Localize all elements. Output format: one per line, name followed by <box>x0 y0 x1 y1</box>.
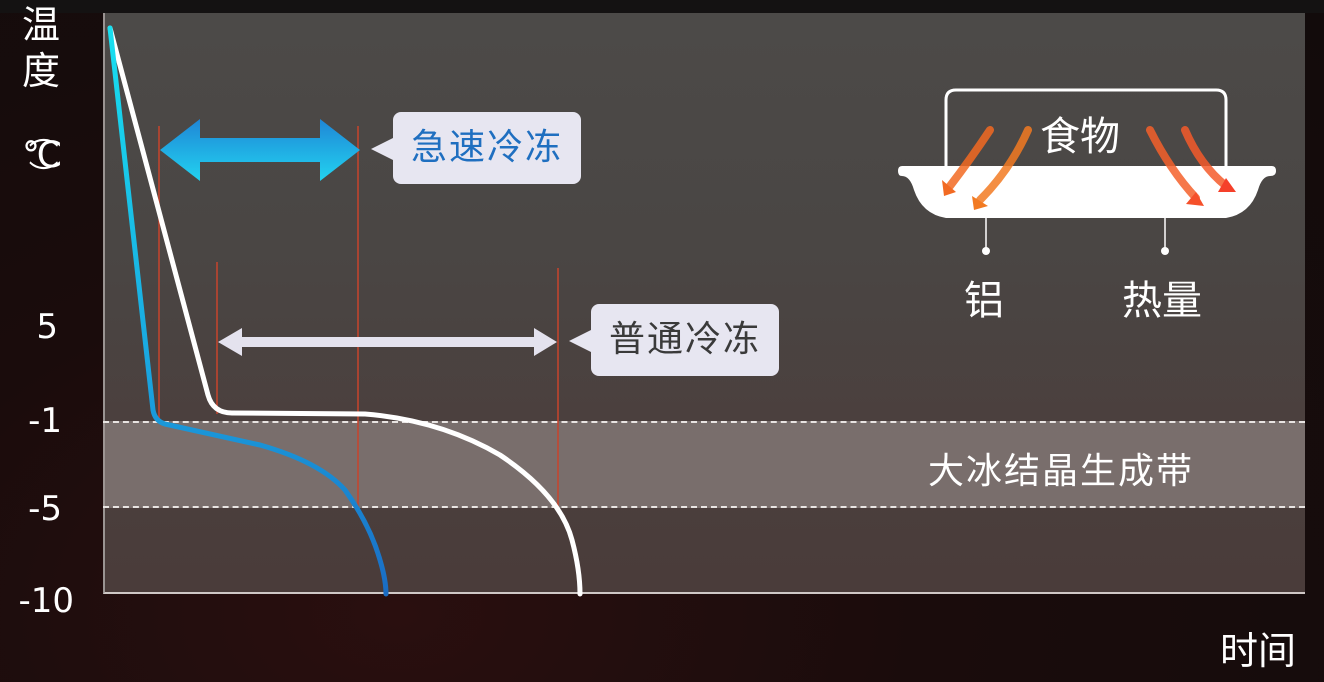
aluminum-pointer-dot <box>982 247 990 255</box>
heat-arrow-icon <box>1186 192 1204 206</box>
heat-arrow-icon <box>976 126 1032 204</box>
fast-freeze-callout: 急速冷冻 <box>370 112 582 184</box>
food-tray-diagram <box>898 88 1276 255</box>
y-axis-label-char: ℃ <box>22 135 63 176</box>
y-tick-5: 5 <box>36 307 58 347</box>
y-tick-minus1: -1 <box>28 401 62 441</box>
heat-arrow-icon <box>942 180 956 196</box>
heat-arrow-icon <box>1181 126 1230 190</box>
normal-freeze-callout: 普通冷冻 <box>568 304 780 376</box>
y-axis-label-char: 温 <box>22 3 61 47</box>
x-axis-label: 时间 <box>1220 629 1297 673</box>
y-tick-minus5: -5 <box>28 489 62 529</box>
aluminum-label: 铝 <box>964 278 1004 324</box>
heat-arrow-icon <box>1218 178 1236 192</box>
heat-arrow-icon <box>972 196 988 210</box>
y-axis-label-char: 度 <box>22 49 61 93</box>
marker-lines <box>158 126 559 508</box>
food-label: 食物 <box>1040 114 1120 160</box>
heat-arrow-icon <box>946 126 994 190</box>
heat-arrow-icon <box>1146 126 1200 202</box>
heat-label: 热量 <box>1122 278 1202 324</box>
y-tick-minus10: -10 <box>18 581 74 621</box>
fast-freeze-curve <box>107 25 389 597</box>
fast-freeze-arrow <box>160 119 360 181</box>
band-label: 大冰结晶生成带 <box>928 451 1195 492</box>
food-outline <box>944 88 1228 168</box>
top-strip <box>0 0 1324 13</box>
heat-pointer-dot <box>1161 247 1169 255</box>
normal-freeze-curve <box>107 25 583 597</box>
normal-freeze-arrow <box>218 328 557 356</box>
ice-crystal-band <box>103 421 1305 508</box>
